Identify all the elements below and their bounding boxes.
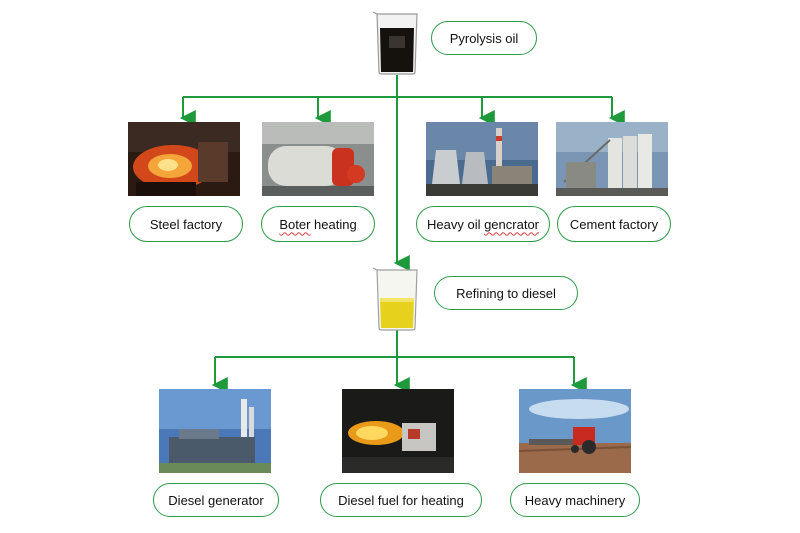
heavy-machinery-pill: Heavy machinery (510, 483, 640, 517)
boiler-heating-label: Boter heating (279, 216, 357, 232)
heavy-machinery-label: Heavy machinery (524, 492, 626, 508)
pyrolysis-oil-pill: Pyrolysis oil (431, 21, 537, 55)
refining-label: Refining to diesel (456, 285, 556, 301)
diesel-heating-image (342, 389, 454, 473)
diesel-generator-label: Diesel generator (168, 492, 264, 508)
steel-factory-pill: Steel factory (129, 206, 243, 242)
boiler-heating-pill: Boter heating (261, 206, 375, 242)
refining-pill: Refining to diesel (434, 276, 578, 310)
cement-factory-pill: Cement factory (557, 206, 671, 242)
boiler-heating-image (262, 122, 374, 196)
diesel-generator-image (159, 389, 271, 473)
heavy-oil-generator-pill: Heavy oil gencrator (416, 206, 550, 242)
diesel-heating-pill: Diesel fuel for heating (320, 483, 482, 517)
beaker-dark-oil-icon (371, 10, 423, 76)
steel-factory-image (128, 122, 240, 196)
cement-factory-label: Cement factory (569, 216, 659, 232)
heavy-machinery-image (519, 389, 631, 473)
beaker-diesel-icon (371, 266, 423, 332)
cement-factory-image (556, 122, 668, 196)
steel-factory-label: Steel factory (149, 216, 223, 232)
heavy-oil-generator-label: Heavy oil gencrator (427, 216, 539, 232)
heavy-oil-generator-image (426, 122, 538, 196)
pyrolysis-oil-label: Pyrolysis oil (449, 30, 519, 46)
diesel-generator-pill: Diesel generator (153, 483, 279, 517)
diesel-heating-label: Diesel fuel for heating (338, 492, 464, 508)
